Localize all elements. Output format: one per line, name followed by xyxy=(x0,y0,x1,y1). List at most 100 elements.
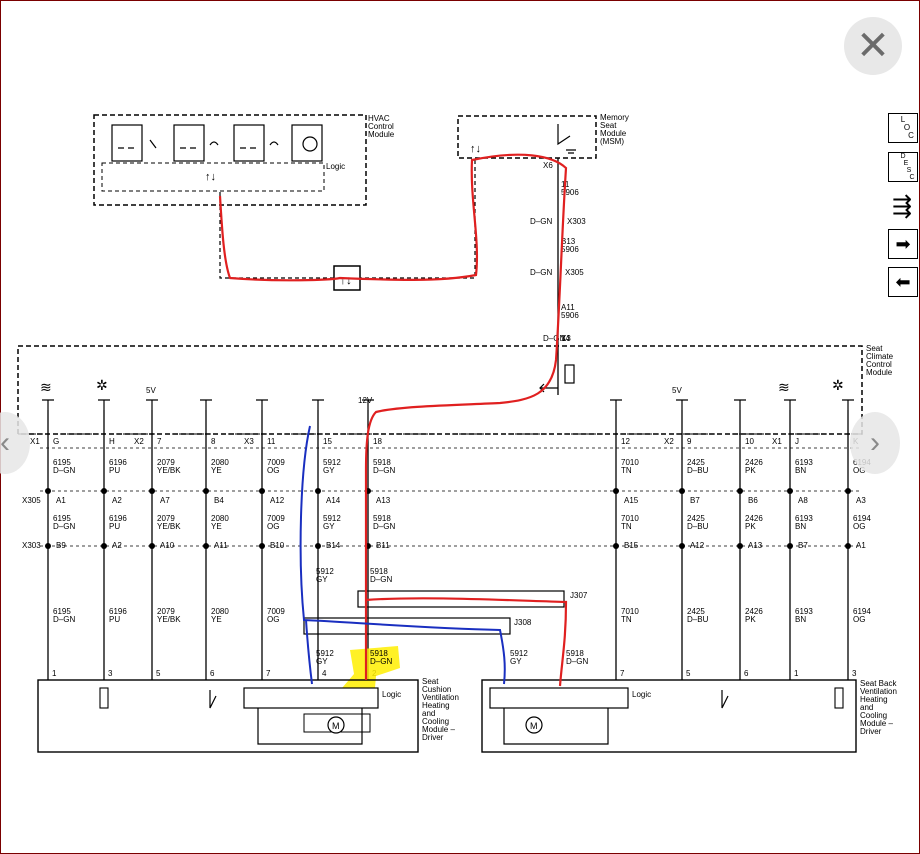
svg-text:Logic: Logic xyxy=(632,690,651,699)
wire-color: PK xyxy=(745,522,756,531)
wire-number: 7010 xyxy=(621,514,639,523)
serial-data-link xyxy=(219,158,476,279)
wire-number: 2079 xyxy=(157,607,175,616)
hvac-switch-icons xyxy=(111,124,323,162)
x303-terminal xyxy=(101,543,107,549)
module-pin: 6 xyxy=(744,669,749,678)
module-pin: 6 xyxy=(210,669,215,678)
x303-pin: B14 xyxy=(326,541,341,550)
circuit-terminal xyxy=(42,399,54,410)
wire-color: D–BU xyxy=(687,615,709,624)
arrow-left-icon[interactable]: ⬅ xyxy=(888,267,918,297)
top-connector-label: X1 xyxy=(30,437,40,446)
wire-number: 6193 xyxy=(795,607,813,616)
svg-text:5918: 5918 xyxy=(370,567,388,576)
wire-color: TN xyxy=(621,522,632,531)
red-annotation-upper xyxy=(218,153,568,471)
top-pin-label: 18 xyxy=(373,437,382,446)
wire-number: 2425 xyxy=(687,607,705,616)
circuit-terminal xyxy=(676,399,688,410)
wire-color: PU xyxy=(109,522,120,531)
wire-color: BN xyxy=(795,522,806,531)
next-image-button[interactable]: › xyxy=(850,412,900,474)
module-pin: 7 xyxy=(266,669,271,678)
x303-terminal xyxy=(613,543,619,549)
desc-letter: D xyxy=(900,153,906,160)
circuit-terminal xyxy=(784,399,796,410)
x303-pin: B7 xyxy=(798,541,808,550)
wire-number: 6195 xyxy=(53,458,71,467)
wire-number: 2426 xyxy=(745,607,763,616)
x305-pin: A2 xyxy=(112,496,122,505)
snowflake-icon-right: ✲ xyxy=(832,377,844,393)
top-pin-label: 8 xyxy=(211,437,216,446)
wire-number: 6194 xyxy=(853,514,871,523)
circuit-terminal xyxy=(362,399,374,410)
wire-number: 2425 xyxy=(687,458,705,467)
x305-pin: A13 xyxy=(376,496,391,505)
svg-text:J308: J308 xyxy=(514,618,532,627)
x303-pin: B11 xyxy=(376,541,390,550)
top-pin-label: 7 xyxy=(157,437,162,446)
x305-pin: A7 xyxy=(160,496,170,505)
x303-terminal xyxy=(259,543,265,549)
top-pin-label: 9 xyxy=(687,437,692,446)
top-pin-label: 11 xyxy=(267,437,276,446)
wire-number: 5912 xyxy=(323,458,341,467)
wire-icon[interactable]: ⇶ xyxy=(888,192,916,220)
msm-path-conn-label: X6 xyxy=(543,161,553,170)
row-label-x305: X305 xyxy=(22,496,41,505)
msm-path-wire-label: 5906 xyxy=(561,245,579,254)
module-pin: 5 xyxy=(156,669,161,678)
arrow-right-icon[interactable]: ➡ xyxy=(888,229,918,259)
wire-color: D–GN xyxy=(373,466,395,475)
x305-pin: B4 xyxy=(214,496,224,505)
circuit-terminal xyxy=(98,399,110,410)
wire-color: OG xyxy=(267,522,279,531)
module-pin: 1 xyxy=(794,669,799,678)
svg-text:D–GN: D–GN xyxy=(370,575,392,584)
close-button[interactable]: ✕ xyxy=(844,17,902,75)
wire-color: D–GN xyxy=(53,466,75,475)
x303-pin: A12 xyxy=(690,541,705,550)
wire-number: 2080 xyxy=(211,458,229,467)
wire-color: GY xyxy=(323,466,335,475)
x303-terminal xyxy=(315,543,321,549)
wire-color: PU xyxy=(109,466,120,475)
wire-color: D–GN xyxy=(373,522,395,531)
wire-number: 6194 xyxy=(853,607,871,616)
x305-terminal xyxy=(737,488,743,494)
wire-number: 2425 xyxy=(687,514,705,523)
msm-path-conn-label: X3 xyxy=(561,334,571,343)
top-pin-label: 15 xyxy=(323,437,332,446)
wire-color: OG xyxy=(853,615,865,624)
svg-text:D–GN: D–GN xyxy=(370,657,392,666)
wire-number: 7009 xyxy=(267,607,285,616)
wire-color: OG xyxy=(267,466,279,475)
wire-color: GY xyxy=(323,522,335,531)
top-connector-label: X3 xyxy=(244,437,254,446)
x303-pin: A2 xyxy=(112,541,122,550)
x305-pin: B6 xyxy=(748,496,758,505)
top-connector-label: X2 xyxy=(134,437,144,446)
x305-terminal xyxy=(101,488,107,494)
x303-terminal xyxy=(149,543,155,549)
msm-path-wire-label: 5906 xyxy=(561,311,579,320)
svg-text:Logic: Logic xyxy=(382,690,401,699)
x305-terminal xyxy=(679,488,685,494)
top-connector-label: X1 xyxy=(772,437,782,446)
wire-color: TN xyxy=(621,615,632,624)
svg-text:↑↓: ↑↓ xyxy=(340,273,352,287)
svg-text:5912: 5912 xyxy=(316,567,334,576)
scc-5v-right: 5V xyxy=(672,386,682,395)
